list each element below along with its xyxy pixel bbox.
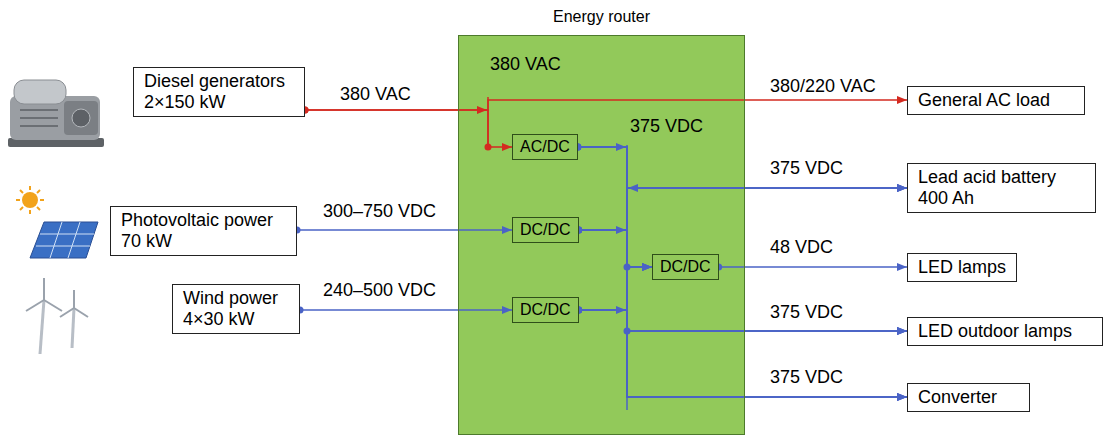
- box-label: Wind power 4×30 kW: [183, 288, 289, 330]
- power-line: [579, 188, 907, 310]
- sun-rays: [37, 190, 40, 193]
- photovoltaic-icon: [16, 186, 98, 258]
- voltage-label: 380/220 VAC: [770, 76, 876, 96]
- solar-panel-grid: [36, 246, 90, 247]
- turbine-blades: [26, 278, 62, 311]
- panel-heading: Energy router: [459, 7, 744, 27]
- power-line: [719, 266, 907, 268]
- load-box: General AC load: [907, 86, 1085, 115]
- power-line: [297, 229, 512, 231]
- solar-panel-grid: [36, 222, 94, 258]
- box-label: LED lamps: [918, 257, 1006, 278]
- source-box: Diesel generators 2×150 kW: [133, 67, 305, 117]
- power-line: [579, 310, 907, 397]
- voltage-label: 375 VDC: [770, 158, 843, 178]
- bus-bars: [477, 97, 638, 410]
- power-line: [579, 230, 907, 331]
- turbine-blades: [60, 308, 74, 317]
- voltage-label: 375 VDC: [770, 367, 843, 387]
- router-fill: [458, 35, 745, 435]
- bus-voltage-label: 380 VAC: [490, 54, 561, 74]
- box-label: General AC load: [918, 90, 1074, 111]
- sun-rays: [29, 186, 31, 190]
- box-label: Converter: [918, 387, 1019, 408]
- turbine-tower: [72, 308, 74, 348]
- turbine-blades: [60, 290, 88, 317]
- box-label: Photovoltaic power 70 kW: [121, 210, 286, 252]
- wind-turbine-icon: [26, 278, 88, 354]
- voltage-label: 380 VAC: [340, 84, 411, 104]
- voltage-label: 375 VDC: [770, 302, 843, 322]
- solar-panel-grid: [40, 234, 94, 235]
- turbine-blades: [74, 308, 88, 317]
- solar-panel-grid: [68, 222, 80, 258]
- box-label: DC/DC: [520, 300, 571, 320]
- turbine-blades: [73, 290, 75, 308]
- sun-rays: [20, 207, 23, 210]
- power-line: [579, 188, 907, 230]
- diesel-generator-icon: [8, 80, 104, 147]
- power-line: [579, 310, 907, 331]
- solar-panel: [30, 222, 98, 258]
- load-box: LED outdoor lamps: [907, 317, 1103, 346]
- converter-block: AC/DC: [512, 134, 578, 160]
- turbine-blades: [44, 300, 62, 311]
- box-label: DC/DC: [520, 220, 571, 240]
- voltage-label: 48 VDC: [770, 237, 833, 257]
- generator-rib: [20, 109, 58, 111]
- load-box: LED lamps: [907, 253, 1017, 282]
- power-line: [578, 147, 907, 397]
- turbine-blades: [43, 278, 45, 300]
- power-line: [305, 110, 512, 147]
- energy-router-panel: Energy routerAC/DCDC/DCDC/DCDC/DC: [458, 35, 745, 435]
- sun-rays: [37, 207, 40, 210]
- box-label: Lead acid battery 400 Ah: [918, 167, 1085, 209]
- power-line: [579, 267, 652, 310]
- load-box: Converter: [907, 383, 1030, 412]
- generator-rib: [20, 125, 58, 127]
- box-label: LED outdoor lamps: [918, 321, 1092, 342]
- generator-tank: [14, 80, 66, 104]
- generator-engine: [64, 101, 98, 135]
- source-box: Wind power 4×30 kW: [172, 284, 300, 334]
- voltage-label: 300–750 VDC: [323, 201, 436, 221]
- connectors: [297, 100, 907, 397]
- generator-rib: [20, 117, 58, 119]
- box-label: AC/DC: [520, 137, 570, 157]
- storage-box: Lead acid battery 400 Ah: [907, 163, 1096, 213]
- sun-rays: [40, 199, 44, 201]
- bus-voltage-label: 375 VDC: [630, 116, 703, 136]
- box-label: DC/DC: [660, 257, 711, 277]
- solar-panel-grid: [50, 222, 62, 258]
- generator-flywheel: [72, 109, 90, 127]
- turbine-blades: [26, 300, 44, 311]
- power-line: [579, 230, 652, 267]
- sun-rays: [16, 186, 44, 214]
- power-line: [579, 230, 907, 397]
- converter-block: DC/DC: [652, 254, 719, 280]
- sun-rays: [16, 199, 20, 201]
- converter-block: DC/DC: [512, 297, 579, 323]
- converter-block: DC/DC: [512, 217, 579, 243]
- power-line: [578, 147, 652, 267]
- sun: [22, 192, 38, 208]
- power-line: [300, 309, 512, 311]
- sun-rays: [29, 210, 31, 214]
- sun-rays: [20, 190, 23, 193]
- voltage-label: 240–500 VDC: [323, 280, 436, 300]
- source-box: Photovoltaic power 70 kW: [110, 206, 297, 256]
- box-label: Diesel generators 2×150 kW: [144, 71, 294, 113]
- turbine-tower: [40, 300, 44, 354]
